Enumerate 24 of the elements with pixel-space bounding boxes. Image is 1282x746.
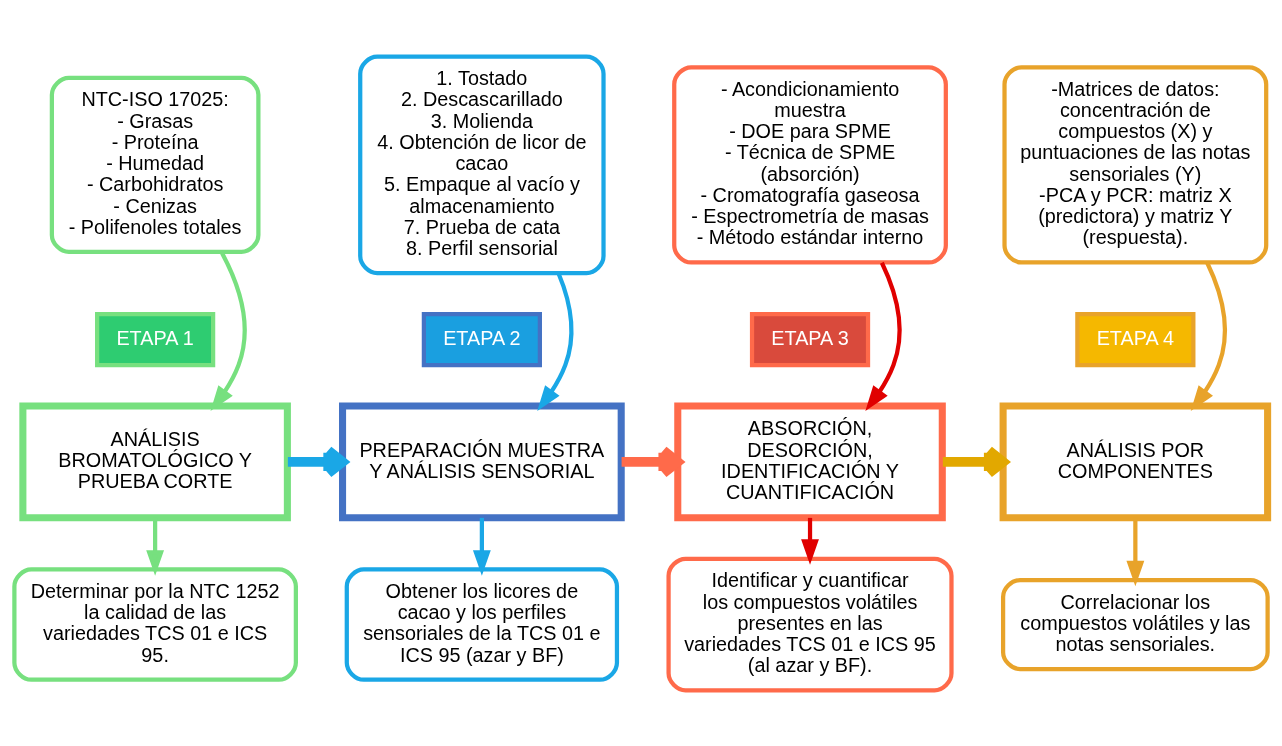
node-box: ETAPA 2 [421, 311, 542, 367]
node-box: NTC-ISO 17025: - Grasas - Proteína - Humedad - Carbohidratos - Cenizas - Polifenoles totales [49, 75, 261, 254]
arrow [472, 517, 491, 576]
node-box: ETAPA 4 [1075, 311, 1196, 367]
node-box: ABSORCIÓN, DESORCIÓN, IDENTIFICACIÓN Y CUANTIFICACIÓN [674, 402, 946, 521]
node-box: ETAPA 1 [95, 311, 216, 367]
node-box: ANÁLISIS POR COMPONENTES [999, 402, 1272, 521]
arrow [801, 517, 819, 565]
node-box: PREPARACIÓN MUESTRA Y ANÁLISIS SENSORIAL [339, 402, 625, 521]
node-box: Determinar por la NTC 1252 la calidad de las variedades TCS 01 e ICS 95. [12, 566, 298, 682]
node-box: ANÁLISIS BROMATOLÓGICO Y PRUEBA CORTE [19, 402, 291, 521]
node-box: Obtener los licores de cacao y los perfiles sensoriales de la TCS 01 e ICS 95 (azar y BF) [344, 566, 620, 682]
arrow [210, 250, 247, 411]
arrow [287, 445, 348, 478]
node-box: Identificar y cuantificar los compuestos volátiles presentes en las variedades TCS 01 e ICS 95 (al azar y BF). [666, 556, 954, 692]
arrow [621, 445, 683, 478]
node-box: 1. Tostado 2. Descascarillado 3. Molienda 4. Obtención de licor de cacao 5. Empaque al vacío y almacenamiento 7. Prueba de cata 8. Perfil sensorial [358, 54, 606, 275]
arrow [865, 261, 902, 411]
node-box: Correlacionar los compuestos volátiles y las notas sensoriales. [1001, 577, 1270, 671]
arrow [1190, 261, 1227, 411]
node-box: ETAPA 3 [749, 311, 871, 367]
node-box: -Matrices de datos: concentración de compuestos (X) y puntuaciones de las notas sensoriales (Y) -PCA y PCR: matriz X (predictora) y matriz Y (respuesta). [1002, 64, 1269, 265]
node-box: - Acondicionamiento muestra - DOE para SPME - Técnica de SPME (absorción) - Cromatografía gaseosa - Espectrometría de masas - Método estándar interno [672, 64, 948, 265]
arrow [537, 272, 574, 411]
